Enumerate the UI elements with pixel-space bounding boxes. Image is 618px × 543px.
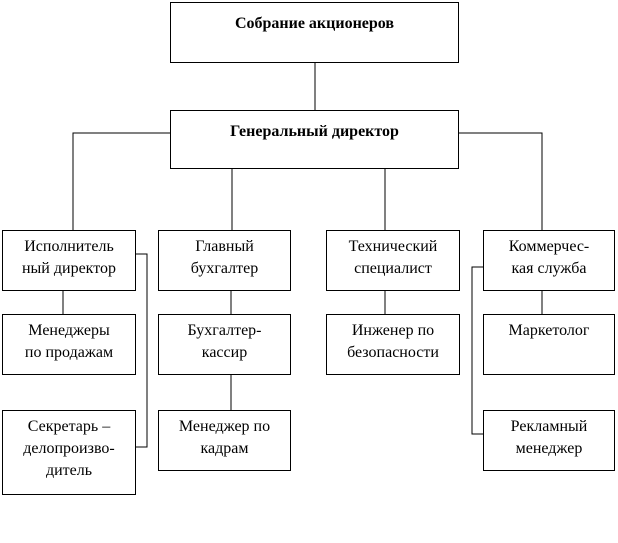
node-general-director: Генеральный директор <box>170 110 459 169</box>
node-marketer: Маркетолог <box>483 314 615 375</box>
node-advertising-manager: Рекламный менеджер <box>483 410 615 471</box>
node-chief-accountant: Главный бухгалтер <box>158 230 291 291</box>
node-hr-manager: Менеджер по кадрам <box>158 410 291 471</box>
node-shareholders-meeting: Собрание акционеров <box>170 2 459 63</box>
node-secretary-clerk: Секретарь – делопроизво- дитель <box>2 410 136 495</box>
node-sales-managers: Менеджеры по продажам <box>2 314 136 375</box>
node-accountant-cashier: Бухгалтер- кассир <box>158 314 291 375</box>
node-commercial-service: Коммерчес- кая служба <box>483 230 615 291</box>
node-executive-director: Исполнитель ный директор <box>2 230 136 291</box>
node-security-engineer: Инженер по безопасности <box>326 314 460 375</box>
node-technical-specialist: Технический специалист <box>326 230 460 291</box>
